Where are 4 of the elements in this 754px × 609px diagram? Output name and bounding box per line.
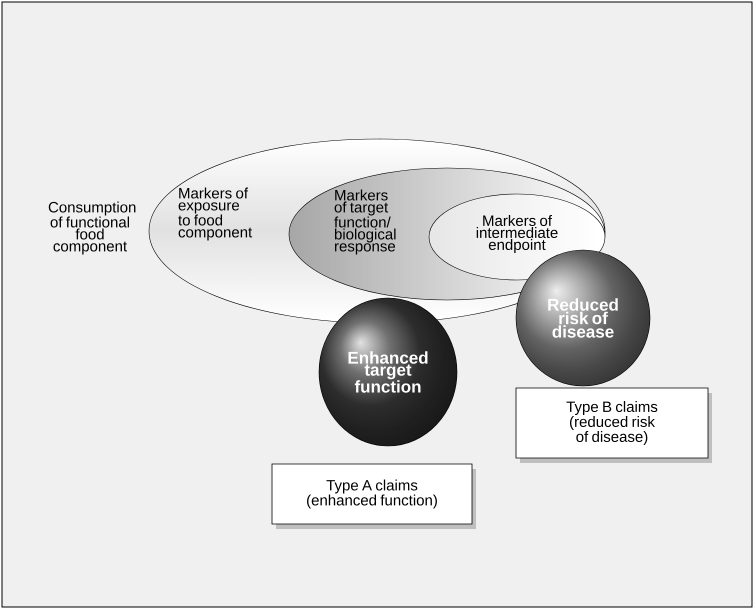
side-label: Consumption of functional food component: [48, 202, 136, 254]
claim-box: Type B claims (reduced risk of disease): [516, 388, 712, 463]
claim-box: Type A claims (enhanced function): [272, 464, 476, 529]
shaded-sphere: Enhanced target function: [318, 298, 458, 446]
